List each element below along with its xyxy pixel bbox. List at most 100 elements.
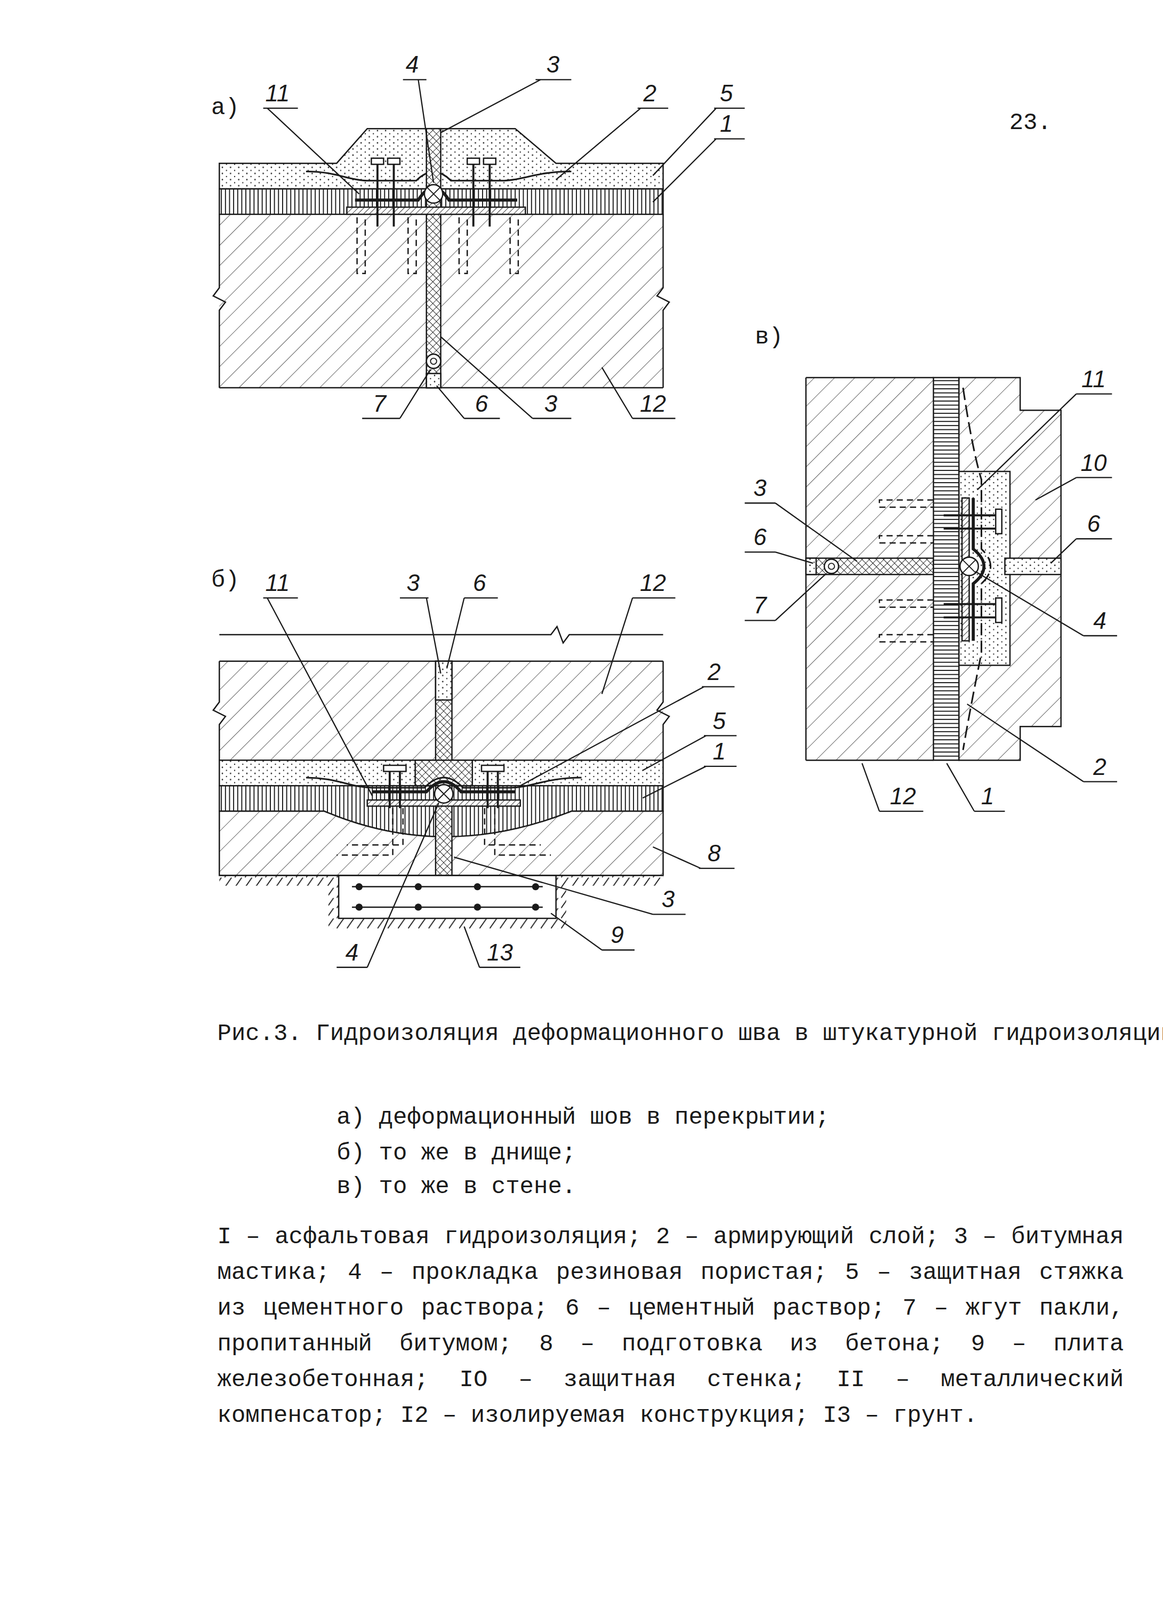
mortar-plug <box>805 558 816 575</box>
rebar-dots <box>355 883 540 911</box>
nut <box>481 765 504 772</box>
leader-line <box>652 846 735 869</box>
rubber-pad <box>959 557 978 576</box>
rebar-dot <box>474 903 481 911</box>
tow-cord-core <box>828 563 834 569</box>
floor-joint-section <box>213 128 670 388</box>
callout-number: 10 <box>1080 451 1107 475</box>
mastic-joint <box>426 128 441 388</box>
figure-caption: Рис.3. Гидроизоляция деформационного шва… <box>217 1013 1163 1054</box>
leader-line <box>336 803 439 968</box>
leader-line <box>642 735 737 771</box>
subfigure-letter: а) <box>211 95 240 120</box>
callout-number: 12 <box>639 391 667 416</box>
nut <box>371 158 384 165</box>
mastic-joint <box>805 558 934 575</box>
callout-number: 3 <box>546 52 560 77</box>
anchor-plate <box>346 206 526 214</box>
rebar-dot <box>532 903 540 911</box>
break-line <box>656 214 670 388</box>
callout-number: 8 <box>707 841 721 865</box>
rubber-pad-hatch <box>963 559 976 573</box>
tow-cord <box>426 354 441 369</box>
callout-number: 11 <box>265 81 291 106</box>
callout-number: 4 <box>405 52 419 77</box>
legend-entry: I3 – грунт. <box>822 1401 978 1429</box>
mortar-plug <box>426 373 441 388</box>
subfigure-letter: б) <box>211 568 240 592</box>
callout-number: 4 <box>1093 608 1106 633</box>
anchor <box>336 807 551 855</box>
wall-joint-section <box>805 377 1061 760</box>
callout-number: 2 <box>643 81 656 106</box>
legend-entry: IO – защитная стенка; <box>459 1366 806 1393</box>
leader-line <box>403 79 434 183</box>
leader-line <box>362 369 431 419</box>
break-line <box>213 214 226 388</box>
rubber-pad <box>424 184 443 203</box>
rubber-pad-hatch <box>427 187 440 200</box>
rebar-dot <box>414 903 422 911</box>
subfigure-caption: а) деформационный шов в перекрытии; <box>336 1105 830 1129</box>
callout-number: 3 <box>406 571 420 595</box>
leader-line <box>946 763 1005 812</box>
legend-entry: I2 – изолируемая конструкция; <box>400 1401 809 1429</box>
leader-line <box>642 766 737 798</box>
callout-number: 12 <box>639 571 667 595</box>
legend-entry: 2 – армирующий слой; <box>655 1223 940 1250</box>
asphalt-layer <box>933 377 960 760</box>
leader-line <box>975 571 1118 636</box>
callout-number: 6 <box>1087 511 1101 536</box>
anchor <box>357 217 519 274</box>
nut <box>387 158 400 165</box>
callout-number: 12 <box>889 784 917 808</box>
leader-line <box>967 703 1118 782</box>
leader-line <box>744 551 814 564</box>
mortar-plug <box>435 661 453 701</box>
leader-line <box>440 79 572 133</box>
legend-entry: 4 – прокладка резиновая пористая; <box>347 1258 828 1286</box>
bolt <box>377 163 490 227</box>
subfigure-caption: б) то же в днище; <box>336 1141 576 1165</box>
callout-number: 5 <box>719 81 733 106</box>
leader-line <box>550 912 635 950</box>
rebar-dot <box>414 883 422 890</box>
rebar-dot <box>355 883 363 890</box>
callout-number: 11 <box>1081 367 1106 391</box>
edge-line <box>805 377 934 760</box>
leader-line <box>556 108 669 180</box>
leader-line <box>436 385 501 419</box>
leader-line <box>263 597 373 796</box>
break-line <box>219 626 663 644</box>
callout-number: 3 <box>544 391 558 416</box>
callout-number: 2 <box>707 660 721 684</box>
leader-line <box>453 856 686 914</box>
nut <box>995 509 1002 534</box>
protective-wall <box>958 377 1061 760</box>
leader-line <box>602 367 676 419</box>
reinforced-slab <box>338 875 557 919</box>
anchor <box>879 500 934 643</box>
nut <box>483 158 496 165</box>
tow-cord-core <box>430 358 437 365</box>
leader-line <box>602 597 676 694</box>
callout-number: 5 <box>712 709 726 733</box>
ground <box>219 875 329 886</box>
callout-number: 1 <box>719 111 733 136</box>
legend-entry: 8 – подготовка из бетона; <box>539 1330 944 1358</box>
callout-number: 7 <box>753 593 767 617</box>
callout-number: 3 <box>753 476 767 500</box>
tow-cord <box>824 558 839 574</box>
leader-line <box>744 573 827 621</box>
callout-number: 13 <box>486 940 513 965</box>
leader-line <box>1035 477 1112 500</box>
leader-line <box>862 763 924 812</box>
nut <box>467 158 480 165</box>
rubber-pad-hatch <box>437 787 451 800</box>
rubber-pad <box>434 784 453 803</box>
nut <box>995 597 1002 623</box>
callout-number: 6 <box>753 525 767 549</box>
callout-number: 7 <box>372 391 386 416</box>
callout-number: 6 <box>475 391 488 416</box>
leader-line <box>652 108 745 176</box>
